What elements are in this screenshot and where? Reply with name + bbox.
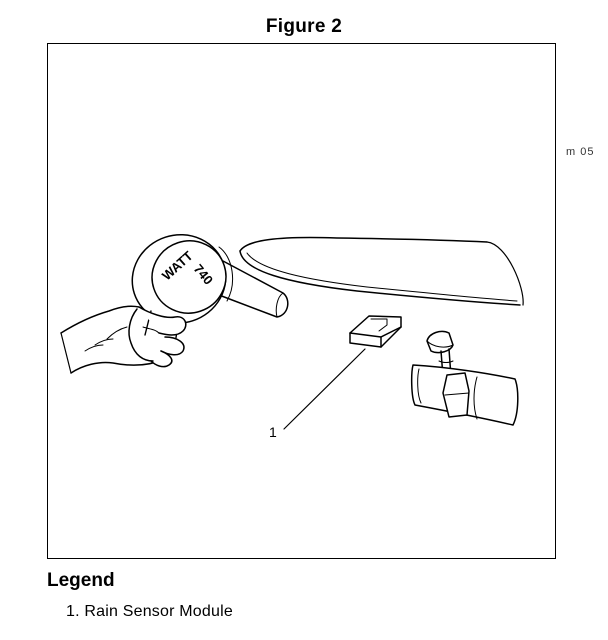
legend-title: Legend [47,570,115,591]
callout-number: 1 [269,424,277,440]
illustration: 740 WATT 1 [60,233,524,440]
rearview-mirror-icon [410,330,519,426]
legend-item: 1. Rain Sensor Module [66,603,233,620]
windshield-outline [239,236,524,306]
hair-dryer-icon: 740 WATT [131,233,289,344]
figure-side-code: m 05 [566,146,595,158]
callout-leader-line [283,348,366,430]
rain-sensor-module [349,315,402,348]
figure-frame [47,43,556,559]
figure-title: Figure 2 [265,16,343,37]
hand-icon [60,305,187,374]
